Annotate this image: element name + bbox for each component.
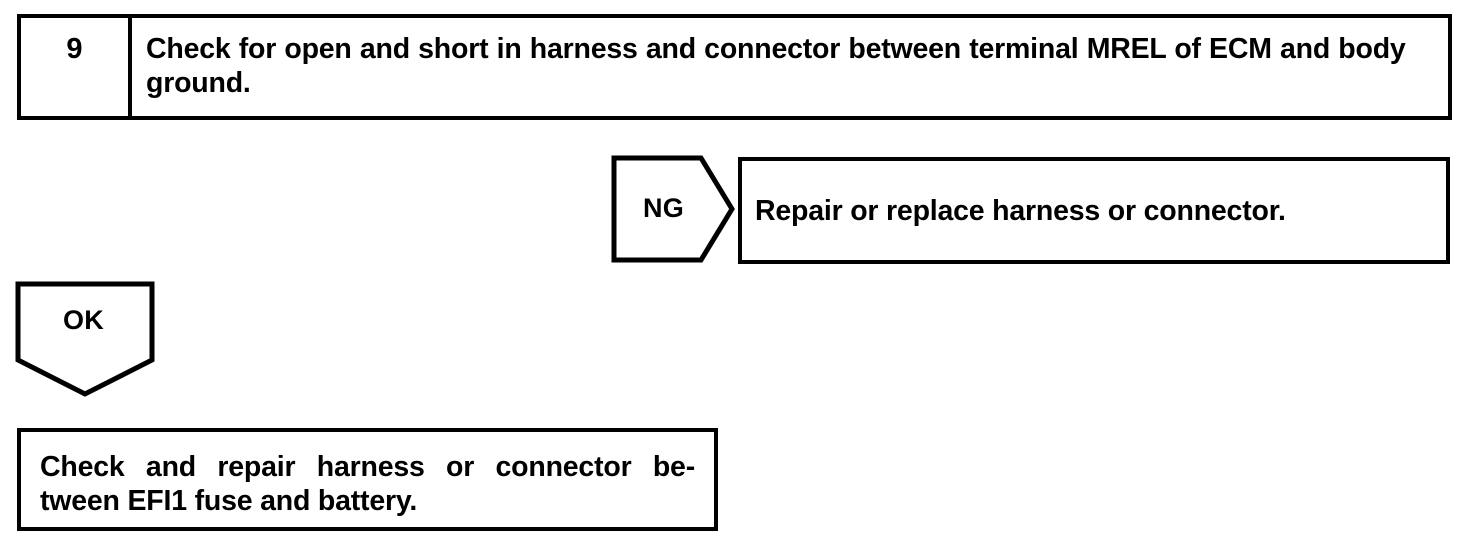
branch-pentagon-ng: NG (611, 155, 735, 263)
branch-pentagon-ok: OK (15, 281, 155, 397)
ok-result-box: Check and repair harness or connector be… (17, 428, 718, 531)
ng-result-box: Repair or replace harness or connector. (738, 157, 1450, 264)
step-row: 9 Check for open and short in harness an… (17, 14, 1452, 120)
step-instruction-text: Check for open and short in harness and … (146, 33, 1406, 99)
ok-result-text: Check and repair harness or connector be… (40, 450, 695, 518)
step-number-cell: 9 (21, 18, 132, 116)
step-instruction-cell: Check for open and short in harness and … (132, 18, 1448, 116)
step-number: 9 (66, 33, 83, 65)
ok-result-line-2: tween EFI1 fuse and battery. (40, 485, 418, 517)
pentagon-right-icon (611, 155, 735, 263)
ok-result-line-1: Check and repair harness or connector be… (40, 451, 695, 483)
branch-label-ng: NG (643, 193, 685, 223)
branch-label-ok: OK (63, 305, 105, 335)
ng-result-text: Repair or replace harness or connector. (755, 194, 1286, 227)
pentagon-down-icon (15, 281, 155, 397)
